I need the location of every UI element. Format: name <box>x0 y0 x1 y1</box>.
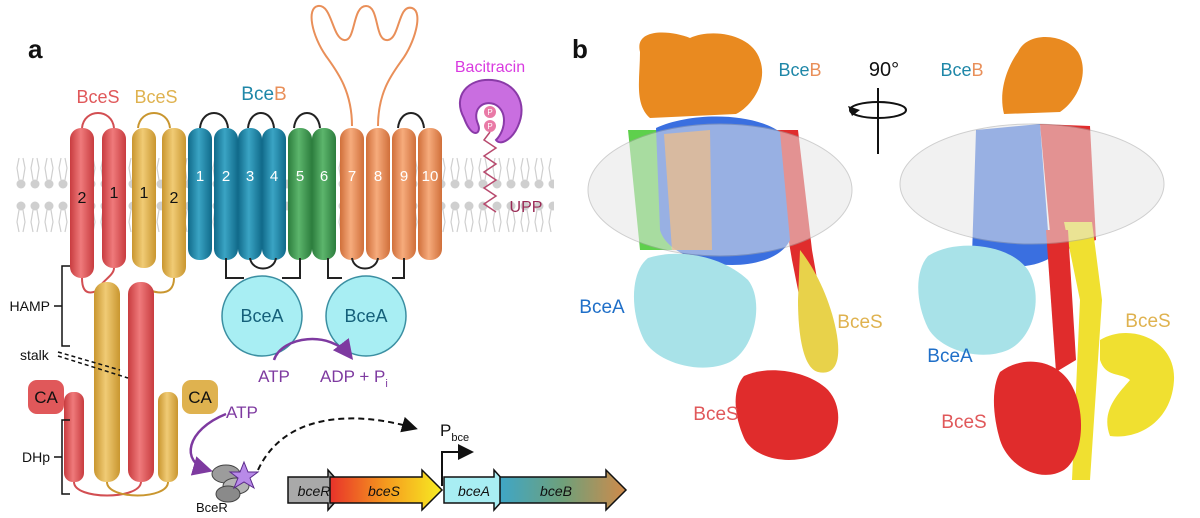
promoter-label: Pbce <box>440 421 469 444</box>
cryoem-map-front <box>588 33 852 460</box>
bces-helix-num: 2 <box>78 190 87 207</box>
struct2-bceb-label: BceB <box>940 60 983 80</box>
bces-helix-num: 1 <box>110 185 119 202</box>
atp-label-bcea: ATP <box>258 367 290 386</box>
atp-label-ca: ATP <box>226 403 258 422</box>
struct1-bces-red-label: BceS <box>693 404 738 425</box>
bcea-left-label: BceA <box>240 306 283 326</box>
dhp-label: DHp <box>22 449 50 465</box>
struct1-bcea-label: BceA <box>579 297 625 318</box>
bceb-top-loops <box>200 113 424 128</box>
gene-bceb-label: bceB <box>540 483 572 499</box>
bces-red-dhp-short <box>64 392 84 482</box>
struct2-bcea-label: BceA <box>927 346 973 367</box>
bceb-label-a: BceB <box>241 84 286 105</box>
hamp-label: HAMP <box>10 298 50 314</box>
gene-bces-label: bceS <box>368 483 401 499</box>
panel-b-letter: b <box>572 34 588 64</box>
bceb-helix-num: 6 <box>320 168 328 185</box>
bceb-helix-num: 5 <box>296 168 304 185</box>
ca-yellow-label: CA <box>188 388 212 407</box>
adp-label: ADP + Pi <box>320 367 388 390</box>
bceb-extracellular-domain <box>312 6 418 126</box>
bces-helix-num: 2 <box>170 190 179 207</box>
bceb-helix-num: 3 <box>246 168 254 185</box>
bcer-label: BceR <box>196 500 228 515</box>
upp-label: UPP <box>510 199 543 216</box>
bcer-protein <box>212 462 258 502</box>
phosphotransfer-arrow <box>191 414 226 470</box>
bces-yellow-label: BceS <box>134 87 177 107</box>
bceb-tm-helices <box>188 128 442 260</box>
bceb-helix-num: 10 <box>422 168 439 185</box>
bceb-helix-num: 1 <box>196 168 204 185</box>
struct1-bceb-label: BceB <box>778 60 821 80</box>
bceb-bottom-loops <box>226 258 404 278</box>
gene-bcea-label: bceA <box>458 483 490 499</box>
hamp-bracket <box>54 266 70 346</box>
activation-arrow <box>258 418 414 470</box>
bcea-right-label: BceA <box>344 306 387 326</box>
bces-red-label: BceS <box>76 87 119 107</box>
bces-red-cyto-helix <box>128 282 154 482</box>
bceb-helix-num: 2 <box>222 168 230 185</box>
bces-red-top-loop <box>82 113 114 128</box>
struct1-bces-yellow-label: BceS <box>837 312 882 333</box>
panel-a: a 2 1 1 2 BceS BceS CA <box>10 6 626 515</box>
bceb-helix-num: 9 <box>400 168 408 185</box>
bceb-helix-num: 7 <box>348 168 356 185</box>
panel-a-letter: a <box>28 34 43 64</box>
bces-helix-num: 1 <box>140 185 149 202</box>
bacitracin-label: Bacitracin <box>455 59 525 76</box>
ca-red-label: CA <box>34 388 58 407</box>
bceb-helix-num: 4 <box>270 168 278 185</box>
phosphate-1-label: P <box>487 108 492 117</box>
gene-bcer-label: bceR <box>298 483 331 499</box>
bceb-helix-num: 8 <box>374 168 382 185</box>
struct2-bces-red-label: BceS <box>941 412 986 433</box>
stalk-label: stalk <box>20 347 50 363</box>
struct2-bces-yellow-label: BceS <box>1125 311 1170 332</box>
rotation-label: 90° <box>869 59 899 81</box>
panel-b: b BceB BceA BceS BceS 90° <box>572 33 1174 480</box>
bces-yellow-cyto-helix <box>94 282 120 482</box>
bces-yellow-dhp-short <box>158 392 178 482</box>
bces-yellow-top-loop <box>138 113 170 128</box>
phosphate-2-label: P <box>487 122 492 131</box>
